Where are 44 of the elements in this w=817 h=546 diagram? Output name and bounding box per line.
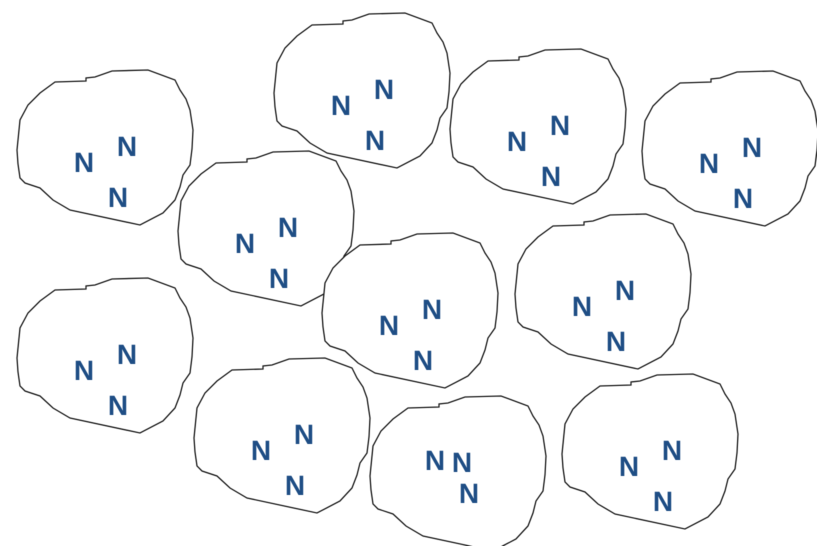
letter-label: N	[732, 185, 754, 213]
letter-label: N	[540, 163, 562, 191]
letter-label: N	[74, 357, 94, 385]
letter-label: N	[662, 437, 682, 465]
letter-label: N	[614, 277, 636, 305]
letter-label: N	[698, 150, 720, 178]
letter-label: N	[618, 453, 640, 481]
cell-outline	[15, 69, 195, 227]
letter-label: N	[250, 437, 272, 465]
cell-outline	[560, 373, 740, 531]
letter-label: N	[74, 149, 94, 177]
letter-label: N	[452, 449, 472, 477]
letter-label: N	[742, 134, 762, 162]
cell-outline	[192, 357, 372, 515]
letter-label: N	[422, 296, 442, 324]
letter-label: N	[550, 112, 570, 140]
cell-outline	[640, 70, 817, 228]
cell-outline	[272, 12, 452, 170]
letter-label: N	[330, 92, 352, 120]
letter-label: N	[234, 230, 256, 258]
letter-label: N	[364, 127, 386, 155]
letter-label: N	[412, 347, 434, 375]
cell-outline	[15, 277, 195, 435]
cell-outline	[368, 395, 548, 546]
letter-label: N	[572, 293, 592, 321]
letter-label: N	[458, 480, 480, 508]
letter-label: N	[108, 184, 128, 212]
letter-label: N	[278, 214, 298, 242]
letter-label: N	[378, 312, 400, 340]
letter-label: N	[294, 421, 314, 449]
letter-label: N	[652, 488, 674, 516]
letter-label: N	[116, 133, 138, 161]
letter-label: N	[424, 447, 446, 475]
cell-outline	[448, 48, 628, 206]
cell-outline	[513, 213, 693, 371]
letter-label: N	[116, 341, 138, 369]
letter-label: N	[374, 76, 394, 104]
cell-outline	[176, 150, 356, 308]
letter-label: N	[284, 472, 306, 500]
letter-label: N	[268, 265, 290, 293]
cell-outline	[320, 232, 500, 390]
letter-label: N	[108, 392, 128, 420]
letter-label: N	[506, 128, 528, 156]
letter-label: N	[606, 328, 626, 356]
